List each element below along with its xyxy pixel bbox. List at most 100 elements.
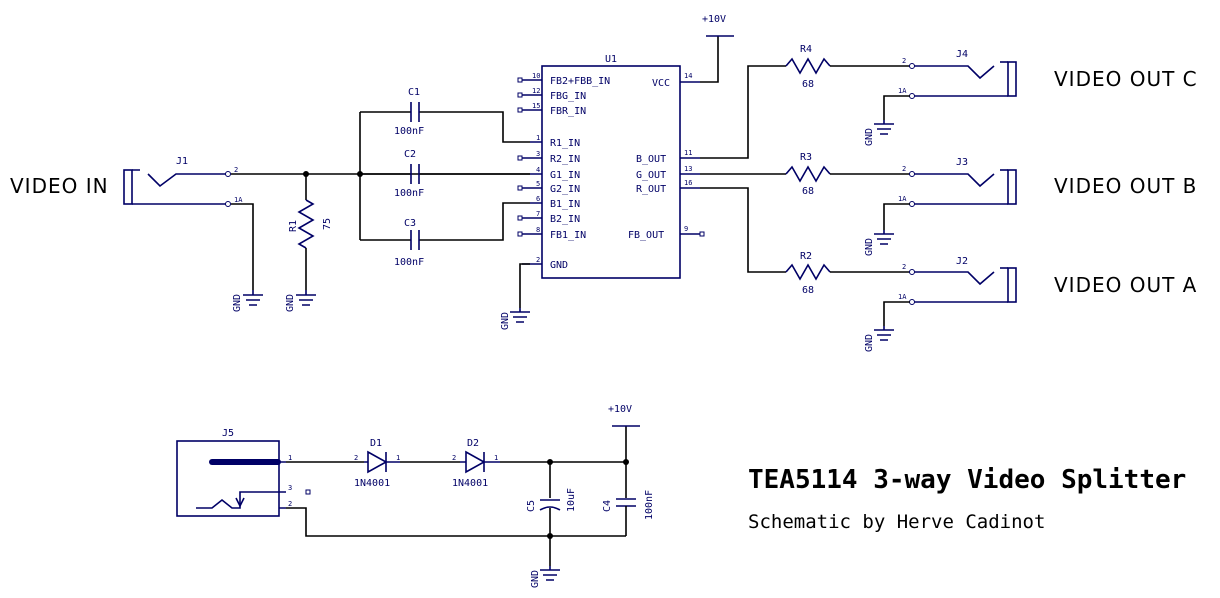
svg-text:14: 14 [684, 72, 692, 80]
svg-text:1A: 1A [898, 293, 907, 301]
capacitor-c1: C1 100nF [394, 87, 424, 137]
svg-text:1: 1 [494, 454, 498, 462]
svg-text:2: 2 [536, 256, 540, 264]
svg-text:100nF: 100nF [394, 126, 424, 137]
video-out-a-label: VIDEO OUT A [1054, 273, 1197, 297]
capacitor-c4: C4 100nF [602, 490, 655, 520]
svg-text:3: 3 [288, 484, 292, 492]
connector-j5: J5 1 3 2 [176, 428, 311, 517]
u1-ref: U1 [605, 54, 617, 65]
svg-text:FBR_IN: FBR_IN [550, 106, 586, 117]
svg-text:68: 68 [802, 79, 814, 90]
svg-text:1A: 1A [898, 87, 907, 95]
svg-text:1: 1 [288, 454, 292, 462]
svg-text:GND: GND [500, 312, 511, 330]
svg-text:8: 8 [536, 226, 540, 234]
svg-text:FB2+FBB_IN: FB2+FBB_IN [550, 76, 610, 87]
svg-text:B2_IN: B2_IN [550, 214, 580, 225]
connector-j4: J4 2 1A [898, 49, 1017, 99]
svg-text:2: 2 [288, 500, 292, 508]
svg-text:C3: C3 [404, 218, 416, 229]
gnd-symbol-psu: GND [530, 566, 560, 588]
gnd-symbol-j3: GND [864, 230, 894, 256]
svg-text:GND: GND [864, 334, 875, 352]
svg-text:6: 6 [536, 195, 540, 203]
svg-text:5: 5 [536, 180, 540, 188]
svg-text:GND: GND [232, 294, 243, 312]
svg-text:R1_IN: R1_IN [550, 138, 580, 149]
svg-text:FBG_IN: FBG_IN [550, 91, 586, 102]
svg-text:2: 2 [354, 454, 358, 462]
svg-text:C5: C5 [526, 500, 537, 512]
svg-text:16: 16 [684, 179, 692, 187]
resistor-r4: R4 68 [785, 44, 831, 90]
svg-text:1: 1 [536, 134, 540, 142]
svg-text:VCC: VCC [652, 78, 670, 89]
svg-text:2: 2 [452, 454, 456, 462]
svg-text:1N4001: 1N4001 [354, 478, 390, 489]
ic-u1: U1 10 12 15 1 3 4 5 6 7 8 2 FB2+FBB_IN F… [517, 54, 705, 279]
video-out-b-label: VIDEO OUT B [1054, 174, 1197, 198]
svg-text:B1_IN: B1_IN [550, 199, 580, 210]
schematic-title: TEA5114 3-way Video Splitter [748, 465, 1186, 495]
j1-pin-a: 2 [234, 166, 238, 174]
svg-text:G1_IN: G1_IN [550, 170, 580, 181]
resistor-r1: R1 75 [288, 199, 333, 249]
resistor-r3: R3 68 [785, 152, 831, 197]
svg-text:100nF: 100nF [644, 490, 655, 520]
svg-text:R_OUT: R_OUT [636, 184, 666, 195]
svg-text:2: 2 [902, 263, 906, 271]
svg-text:J3: J3 [956, 157, 968, 168]
svg-text:R4: R4 [800, 44, 812, 55]
svg-text:1N4001: 1N4001 [452, 478, 488, 489]
gnd-symbol-j4: GND [864, 120, 894, 146]
svg-text:GND: GND [550, 260, 568, 271]
capacitor-c5: C5 10uF [526, 488, 577, 512]
gnd-symbol-u1: GND [500, 308, 530, 330]
svg-text:C1: C1 [408, 87, 420, 98]
svg-text:C4: C4 [602, 500, 613, 512]
svg-text:+10V: +10V [608, 404, 632, 415]
j1-pin-b: 1A [234, 196, 243, 204]
gnd-symbol-r1: GND [285, 290, 316, 312]
svg-text:R1: R1 [288, 220, 299, 232]
svg-text:9: 9 [684, 225, 688, 233]
gnd-symbol-j1: GND [232, 290, 263, 312]
video-in-label: VIDEO IN [10, 174, 109, 198]
diode-d2: D2 2 1 1N4001 [452, 438, 500, 489]
svg-text:GND: GND [864, 238, 875, 256]
svg-text:G_OUT: G_OUT [636, 170, 666, 181]
svg-text:7: 7 [536, 210, 540, 218]
svg-text:J2: J2 [956, 256, 968, 267]
svg-text:100nF: 100nF [394, 188, 424, 199]
svg-text:D2: D2 [467, 438, 479, 449]
connector-j1: J1 2 1A [123, 156, 243, 207]
svg-text:15: 15 [532, 102, 540, 110]
gnd-symbol-j2: GND [864, 326, 894, 352]
resistor-r2: R2 68 [785, 251, 831, 296]
svg-text:1A: 1A [898, 195, 907, 203]
svg-text:68: 68 [802, 285, 814, 296]
svg-text:R2_IN: R2_IN [550, 154, 580, 165]
vcc-symbol-u1: +10V [702, 14, 734, 37]
diode-d1: D1 2 1 1N4001 [354, 438, 400, 489]
svg-text:GND: GND [864, 128, 875, 146]
svg-text:10uF: 10uF [566, 488, 577, 512]
svg-text:12: 12 [532, 87, 540, 95]
svg-text:3: 3 [536, 150, 540, 158]
svg-text:13: 13 [684, 165, 692, 173]
svg-text:FB_OUT: FB_OUT [628, 230, 664, 241]
svg-text:75: 75 [322, 218, 333, 230]
svg-text:68: 68 [802, 186, 814, 197]
video-out-c-label: VIDEO OUT C [1054, 67, 1198, 91]
capacitor-c3: C3 100nF [394, 218, 424, 268]
svg-text:GND: GND [285, 294, 296, 312]
svg-text:FB1_IN: FB1_IN [550, 230, 586, 241]
capacitor-c2: C2 100nF [394, 149, 424, 199]
connector-j2: J2 2 1A [898, 256, 1017, 305]
svg-text:R3: R3 [800, 152, 812, 163]
svg-text:G2_IN: G2_IN [550, 184, 580, 195]
svg-text:J5: J5 [222, 428, 234, 439]
svg-text:100nF: 100nF [394, 257, 424, 268]
